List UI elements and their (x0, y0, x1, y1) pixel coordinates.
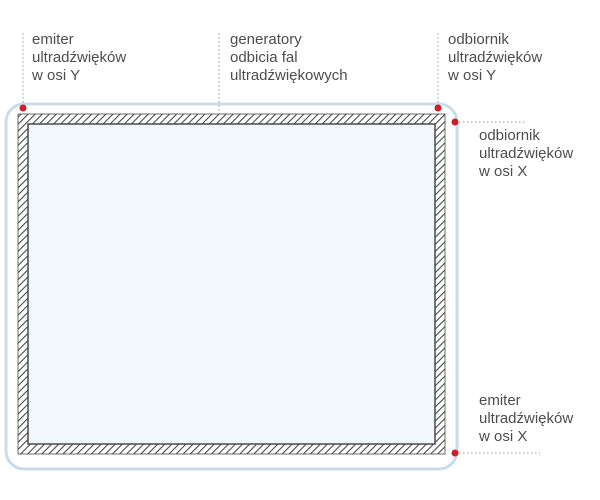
display-area (27, 123, 436, 445)
callout-line: emiter (32, 31, 74, 48)
callout-line: odbicia fal (230, 49, 298, 66)
callout-line: odbiornik (479, 127, 540, 144)
callout-line: ultradźwiękowych (230, 67, 348, 84)
callout-line: ultradźwięków (479, 145, 574, 162)
emitter-y-dot (19, 104, 27, 112)
callout-emitter-y: emiter ultradźwięków w osi Y (32, 31, 126, 85)
callout-line: w osi X (479, 428, 528, 445)
callout-receiver-x: odbiornik ultradźwięków w osi X (479, 127, 573, 181)
callout-line: ultradźwięków (448, 49, 543, 66)
callout-line: ultradźwięków (32, 49, 127, 66)
callout-line: w osi X (479, 163, 528, 180)
receiver-y-dot (434, 104, 442, 112)
callout-reflection-generators: generatory odbicia fal ultradźwiękowych (230, 31, 348, 85)
callout-line: odbiornik (448, 31, 509, 48)
receiver-x-dot (451, 118, 459, 126)
emitter-x-dot (451, 449, 459, 457)
callout-line: w osi Y (32, 67, 81, 84)
callout-line: emiter (479, 392, 521, 409)
reflector-frame-outline (17, 113, 446, 455)
callout-emitter-x: emiter ultradźwięków w osi X (479, 392, 573, 446)
callout-line: generatory (230, 31, 302, 48)
callout-receiver-y: odbiornik ultradźwięków w osi Y (448, 31, 542, 85)
callout-line: w osi Y (448, 67, 497, 84)
callout-line: ultradźwięków (479, 410, 574, 427)
